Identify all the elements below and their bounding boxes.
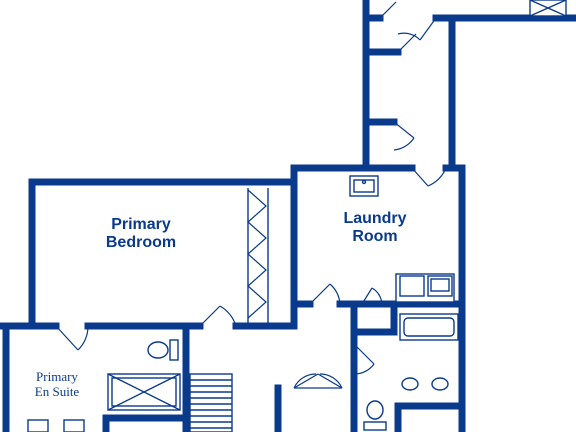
- stairs: [189, 373, 233, 432]
- room-label-primary-bedroom: Primary Bedroom: [105, 216, 177, 252]
- room-label-primary-en-suite: Primary En Suite: [34, 369, 80, 399]
- wardrobe: [247, 188, 269, 326]
- doors: [55, 1, 447, 389]
- fixtures: [27, 0, 567, 432]
- room-label-laundry-room: Laundry Room: [343, 210, 407, 246]
